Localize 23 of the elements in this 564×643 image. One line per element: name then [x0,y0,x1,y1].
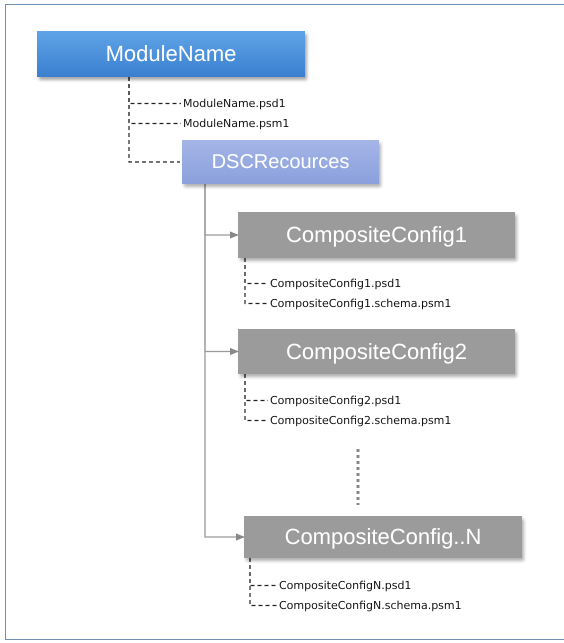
arrow [204,184,245,541]
box-label: CompositeConfig1 [286,222,467,248]
config-box [244,516,522,558]
box-label: ModuleName [106,41,236,67]
tree-connector [244,258,268,304]
file-name: CompositeConfig2.schema.psm1 [270,414,452,427]
folder-box [182,140,379,184]
file-name: ModuleName.psd1 [183,97,286,110]
box-label: DSCRecources [212,150,350,174]
box-label: CompositeConfig2 [286,338,467,364]
file-name: ModuleName.psm1 [183,117,290,130]
file-name: CompositeConfigN.schema.psm1 [279,599,462,612]
tree-connector [244,374,268,422]
file-name: CompositeConfig1.schema.psm1 [270,297,452,310]
box-label: CompositeConfig..N [284,524,482,550]
module-box [37,31,305,77]
file-name: CompositeConfig1.psd1 [270,277,402,290]
file-name: CompositeConfigN.psd1 [279,579,412,592]
file-name: CompositeConfig2.psd1 [270,394,402,407]
config-box [238,329,515,374]
tree-connector [249,558,277,606]
config-box [238,212,515,258]
tree-connector [128,77,180,163]
